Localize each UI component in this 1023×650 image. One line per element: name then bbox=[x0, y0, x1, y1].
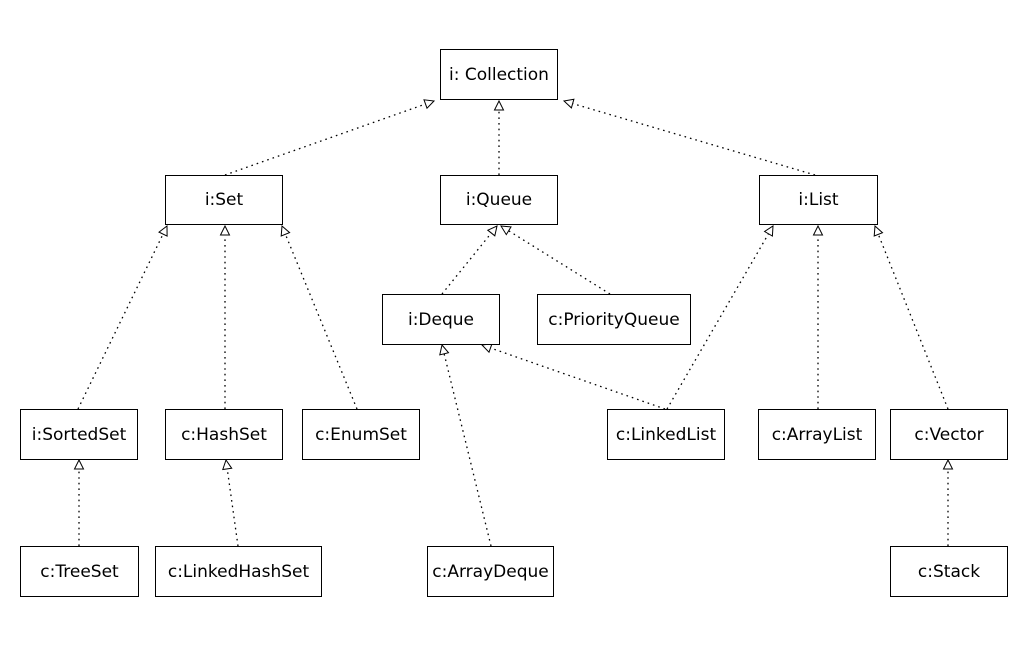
arrowhead-arraydeque-to-deque bbox=[439, 343, 450, 356]
arrowhead-sortedset-to-set bbox=[158, 224, 168, 237]
edge-linkedhashset-to-hashset bbox=[226, 468, 239, 547]
arrowhead-arraylist-to-list bbox=[812, 224, 824, 236]
node-set: i:Set bbox=[165, 175, 283, 225]
node-sortedset: i:SortedSet bbox=[20, 409, 138, 460]
node-linkedhashset: c:LinkedHashSet bbox=[155, 546, 322, 597]
node-arraylist: c:ArrayList bbox=[758, 409, 876, 460]
arrowhead-list-to-collection bbox=[562, 98, 575, 109]
node-deque: i:Deque bbox=[382, 294, 500, 345]
arrowhead-treeset-to-sortedset bbox=[73, 458, 85, 470]
edge-deque-to-queue bbox=[441, 232, 492, 295]
arrowhead-stack-to-vector bbox=[942, 458, 954, 470]
arrowhead-linkedlist-to-list bbox=[763, 225, 774, 237]
edge-vector-to-list bbox=[877, 234, 949, 410]
edge-set-to-collection bbox=[224, 103, 426, 176]
arrowhead-priorityqueue-to-queue bbox=[500, 225, 512, 236]
edge-linkedlist-to-list bbox=[666, 233, 770, 410]
node-enumset: c:EnumSet bbox=[302, 409, 420, 460]
node-collection: i: Collection bbox=[440, 49, 558, 100]
arrowhead-hashset-to-set bbox=[219, 224, 231, 236]
edge-enumset-to-set bbox=[284, 234, 358, 410]
edge-priorityqueue-to-queue bbox=[508, 230, 611, 295]
node-list: i:List bbox=[759, 175, 878, 225]
edge-sortedset-to-set bbox=[77, 233, 164, 410]
edge-linkedlist-to-deque bbox=[490, 347, 666, 410]
node-queue: i:Queue bbox=[440, 175, 558, 225]
arrowhead-vector-to-list bbox=[873, 224, 884, 237]
node-treeset: c:TreeSet bbox=[20, 546, 139, 597]
node-stack: c:Stack bbox=[890, 546, 1008, 597]
node-vector: c:Vector bbox=[890, 409, 1008, 460]
arrowhead-queue-to-collection bbox=[493, 99, 505, 111]
arrowhead-deque-to-queue bbox=[486, 225, 498, 237]
arrowhead-linkedhashset-to-hashset bbox=[222, 458, 233, 471]
node-linkedlist: c:LinkedList bbox=[607, 409, 725, 460]
node-priorityqueue: c:PriorityQueue bbox=[537, 294, 691, 345]
arrowhead-enumset-to-set bbox=[280, 224, 291, 237]
arrowhead-set-to-collection bbox=[423, 99, 436, 110]
node-hashset: c:HashSet bbox=[165, 409, 283, 460]
edge-list-to-collection bbox=[572, 102, 816, 176]
edge-arraydeque-to-deque bbox=[443, 353, 492, 547]
node-arraydeque: c:ArrayDeque bbox=[427, 546, 554, 597]
